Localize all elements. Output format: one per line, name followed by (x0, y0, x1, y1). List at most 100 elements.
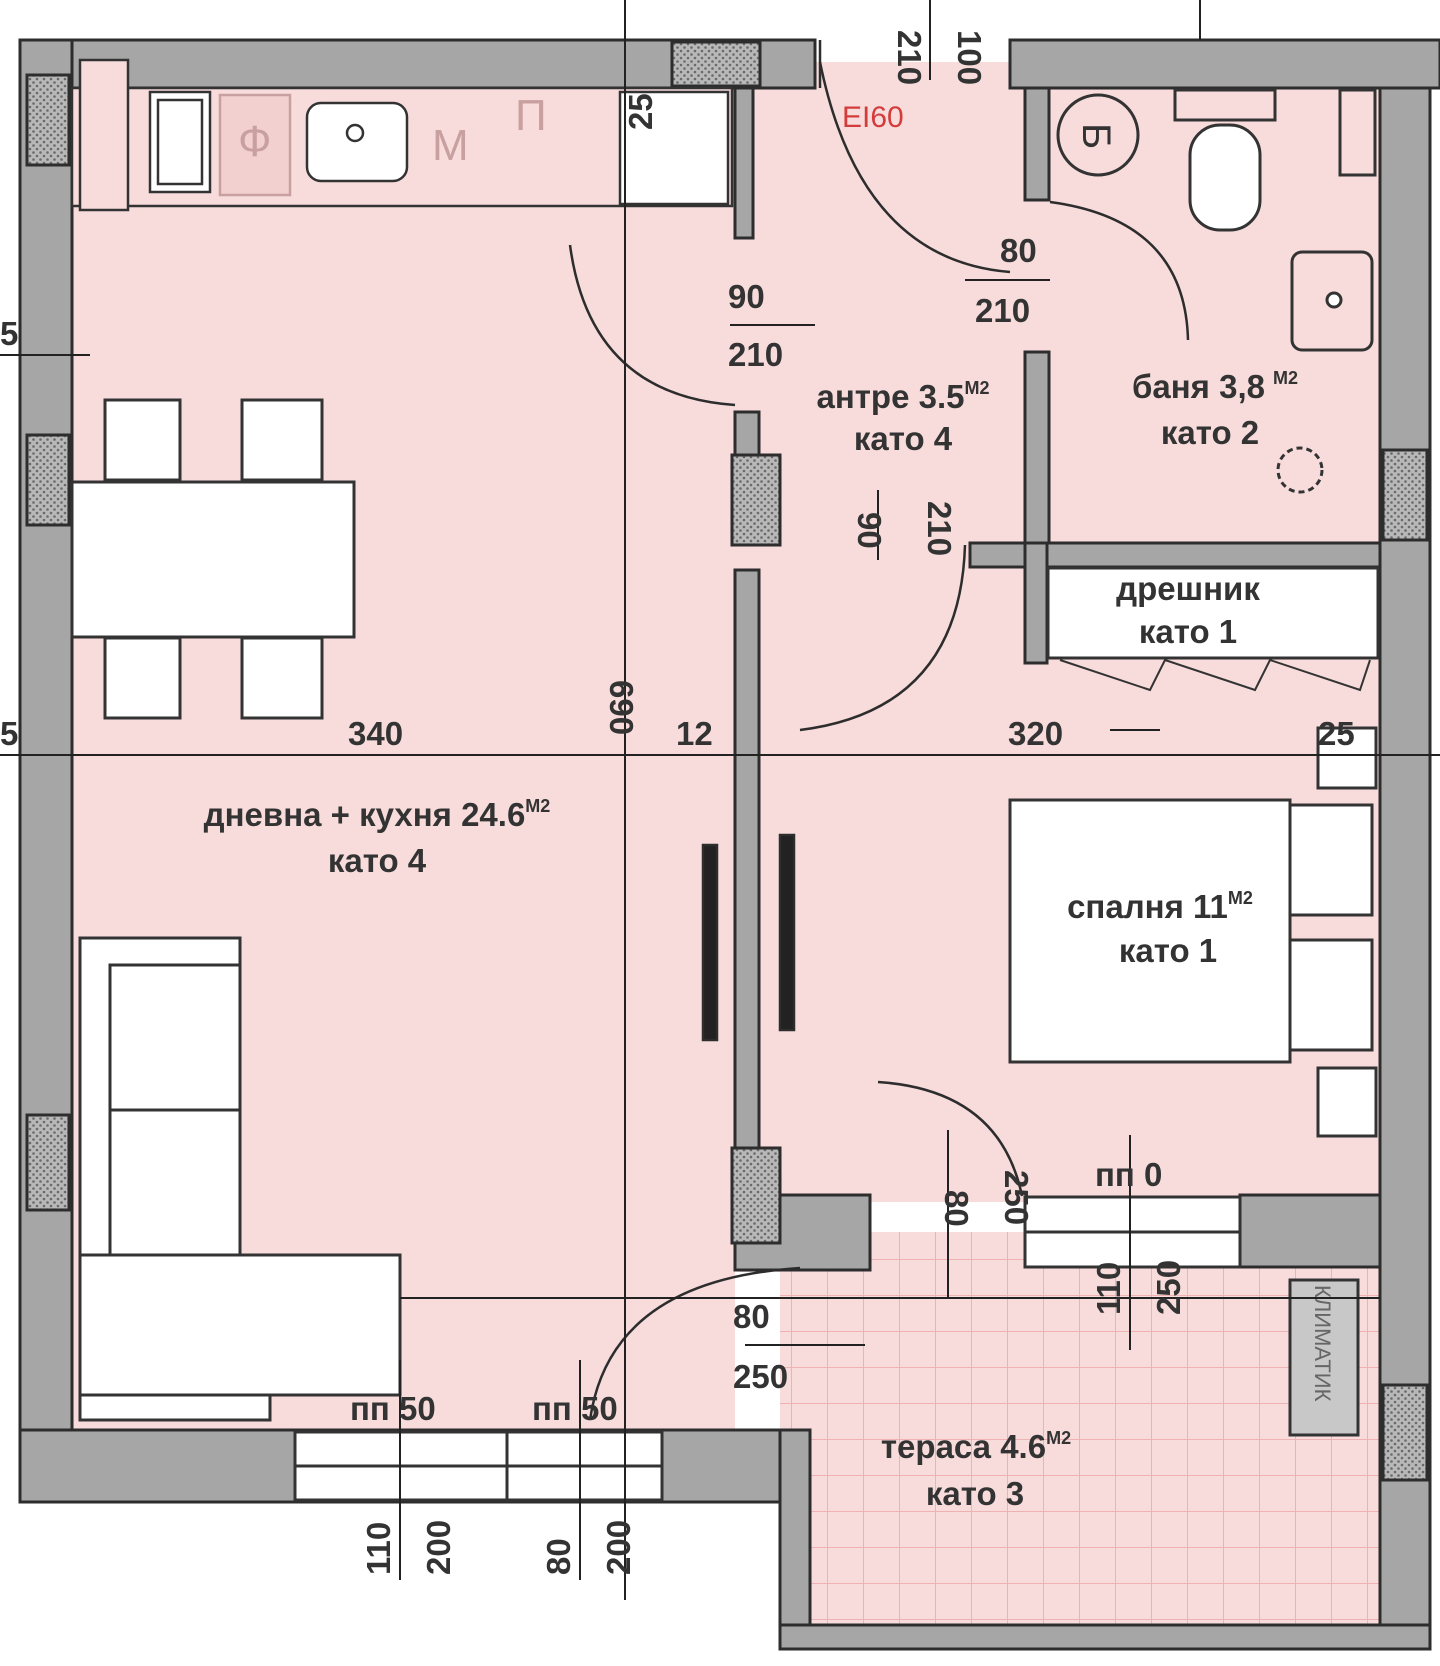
wall-terrace-bottom (778, 1623, 1432, 1651)
bath-floor-label: като 2 (1161, 414, 1259, 451)
terrace-name: тераса 4.6М2 (881, 1428, 1071, 1465)
wardrobe-box (1046, 566, 1380, 660)
bed (1008, 726, 1378, 1138)
bed-frame (1008, 798, 1292, 1064)
bedroom-floor-label: като 1 (1119, 932, 1217, 969)
wall-wardrobe-left (1023, 541, 1049, 665)
dim-hall-door-w: 90 (851, 512, 888, 549)
bed-door-swing (877, 1080, 1024, 1197)
bath-door-swing (1049, 200, 1190, 341)
dim-win2-w: 80 (540, 1538, 577, 1575)
sofa-seat-2 (108, 1108, 242, 1257)
column-left-mid (25, 433, 71, 527)
dim-hall-door-h: 210 (921, 501, 958, 556)
nightstand-top (1316, 726, 1378, 790)
dim-kitchen-25: 25 (622, 93, 659, 130)
dim-top-door-w: 210 (891, 30, 928, 85)
wall-top-right (1008, 38, 1440, 90)
aircon-unit (1288, 1278, 1360, 1437)
dim-bed-sill: пп 0 (1095, 1156, 1162, 1193)
wall-bath-left-lower (1023, 350, 1051, 554)
sofa-arm (78, 1393, 272, 1422)
sofa-chaise (78, 1253, 402, 1397)
terrace-floor-label: като 3 (926, 1475, 1024, 1512)
fridge-right (618, 90, 730, 206)
hall-floor-label: като 4 (854, 420, 953, 457)
nightstand-bottom (1316, 1066, 1378, 1138)
column-top-left (25, 73, 71, 167)
terrace-door-swing (588, 1266, 801, 1421)
dim-terrace-door-h: 250 (733, 1358, 788, 1395)
sliding-door-right (778, 833, 796, 1032)
floor-drain (1276, 446, 1324, 494)
dim-bed-door-w: 80 (938, 1190, 975, 1227)
dim-bed-win-h: 250 (1150, 1260, 1187, 1315)
boiler-label: Б (1074, 123, 1118, 149)
dishwasher-label: М (432, 121, 469, 170)
dim-kitchen-door-h: 210 (728, 336, 783, 373)
sliding-door-left (701, 843, 719, 1042)
dim-690: 690 (603, 680, 640, 735)
fridge-box (218, 93, 292, 197)
dim-win1-w: 110 (360, 1522, 397, 1575)
cooktop (148, 90, 212, 194)
dim-bed-win-w: 110 (1090, 1262, 1127, 1315)
chair-2 (240, 398, 324, 482)
dining-set (70, 398, 356, 720)
boiler (1056, 93, 1140, 177)
column-mid-low (730, 1146, 782, 1245)
dim-340: 340 (348, 715, 403, 752)
chair-4 (240, 636, 324, 720)
hall-name: антре 3.5М2 (816, 378, 989, 415)
wall-left (18, 38, 74, 1452)
bedroom-name: спалня 11М2 (1067, 888, 1253, 925)
dining-table (70, 480, 356, 639)
pillow-1 (1288, 803, 1374, 917)
dimension-lines (0, 0, 1440, 1600)
dim-win1-sill: пп 50 (350, 1390, 436, 1427)
fire-rating: EI60 (842, 101, 904, 134)
aircon-label: КЛИМАТИК (1310, 1285, 1335, 1402)
sofa-seat-1 (108, 963, 242, 1112)
bath-shelf (1338, 88, 1377, 177)
bathroom-fixtures (1056, 88, 1377, 494)
wall-bed-bottom-right (1238, 1193, 1382, 1269)
wall-kitchen-stub (733, 86, 755, 240)
dim-kitchen-door-w: 90 (728, 278, 765, 315)
dim-top-door-h: 100 (951, 30, 988, 85)
dim-bath-door-w: 80 (1000, 232, 1037, 269)
dim-12: 12 (676, 715, 713, 752)
doors (568, 40, 1190, 1421)
dim-320: 320 (1008, 715, 1063, 752)
room-labels: дневна + кухня 24.6М2 като 4 антре 3.5М2… (204, 368, 1298, 1512)
wall-terrace-left (778, 1428, 812, 1632)
wall-bath-left (1023, 86, 1051, 202)
wardrobe-floor-label: като 1 (1139, 613, 1237, 650)
entry-door-swing (818, 61, 1011, 274)
toilet-bowl (1188, 123, 1262, 232)
sofa (78, 936, 402, 1422)
wardrobe-name: дрешник (1116, 570, 1260, 607)
kitchen-door-swing (568, 244, 736, 407)
windows (293, 1195, 1360, 1502)
column-top (670, 40, 762, 88)
wardrobe (1046, 566, 1380, 692)
column-right-mid (1381, 448, 1429, 542)
dim-win2-sill: пп 50 (532, 1390, 618, 1427)
cabinet-corner (78, 58, 130, 212)
pillow-2 (1288, 938, 1374, 1052)
fridge-label: Ф (238, 117, 271, 166)
hall-door-swing (799, 544, 967, 732)
dim-left-5b: 5 (0, 715, 18, 752)
dim-bath-door-h: 210 (975, 292, 1030, 329)
dim-terrace-door-w: 80 (733, 1298, 770, 1335)
column-mid (730, 453, 782, 547)
living-name: дневна + кухня 24.6М2 (204, 796, 551, 833)
dim-win1-h: 200 (420, 1520, 457, 1575)
dimension-labels: 210 100 25 80 210 90 210 90 210 340 12 3… (0, 30, 1355, 1575)
dim-win2-h: 200 (600, 1520, 637, 1575)
chair-3 (103, 636, 182, 720)
cooktop-grid (156, 98, 204, 186)
bath-sink-drain (1325, 291, 1343, 309)
